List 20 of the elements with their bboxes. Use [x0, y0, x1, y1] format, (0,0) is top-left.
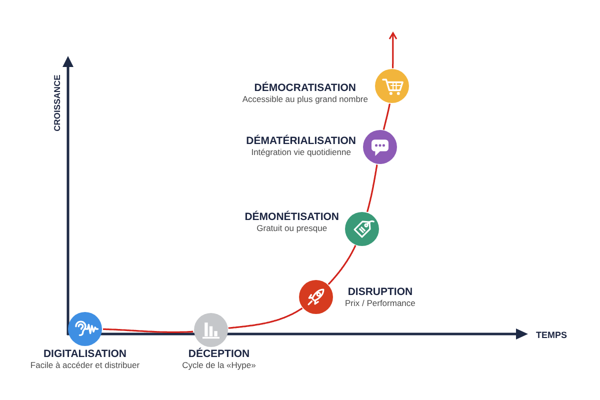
stage-title: DÉCEPTION: [188, 348, 250, 360]
axis-label: TEMPS: [536, 331, 568, 340]
stage-title: DISRUPTION: [348, 286, 413, 298]
growth-curve: [228, 308, 303, 329]
stage-description: Accessible au plus grand nombre: [242, 94, 368, 105]
stage-description: Facile à accéder et distribuer: [30, 360, 140, 371]
growth-curve: [382, 103, 390, 130]
growth-curve: [388, 32, 398, 69]
stage-description: Prix / Performance: [345, 298, 416, 309]
stage-title: DIGITALISATION: [43, 348, 126, 360]
stage-title: DÉMATÉRIALISATION: [246, 135, 356, 147]
stage-title: DÉMOCRATISATION: [254, 82, 356, 94]
stage-description: Cycle de la «Hype»: [182, 360, 256, 371]
stage-title: DÉMONÉTISATION: [244, 211, 339, 223]
growth-curve: [366, 164, 378, 212]
growth-curve: [103, 328, 194, 333]
growth-curve: [328, 244, 356, 285]
stage-description: Gratuit ou presque: [256, 223, 328, 234]
stage-description: Intégration vie quotidienne: [251, 147, 351, 158]
axis-label: CROISSANCE: [52, 74, 62, 132]
